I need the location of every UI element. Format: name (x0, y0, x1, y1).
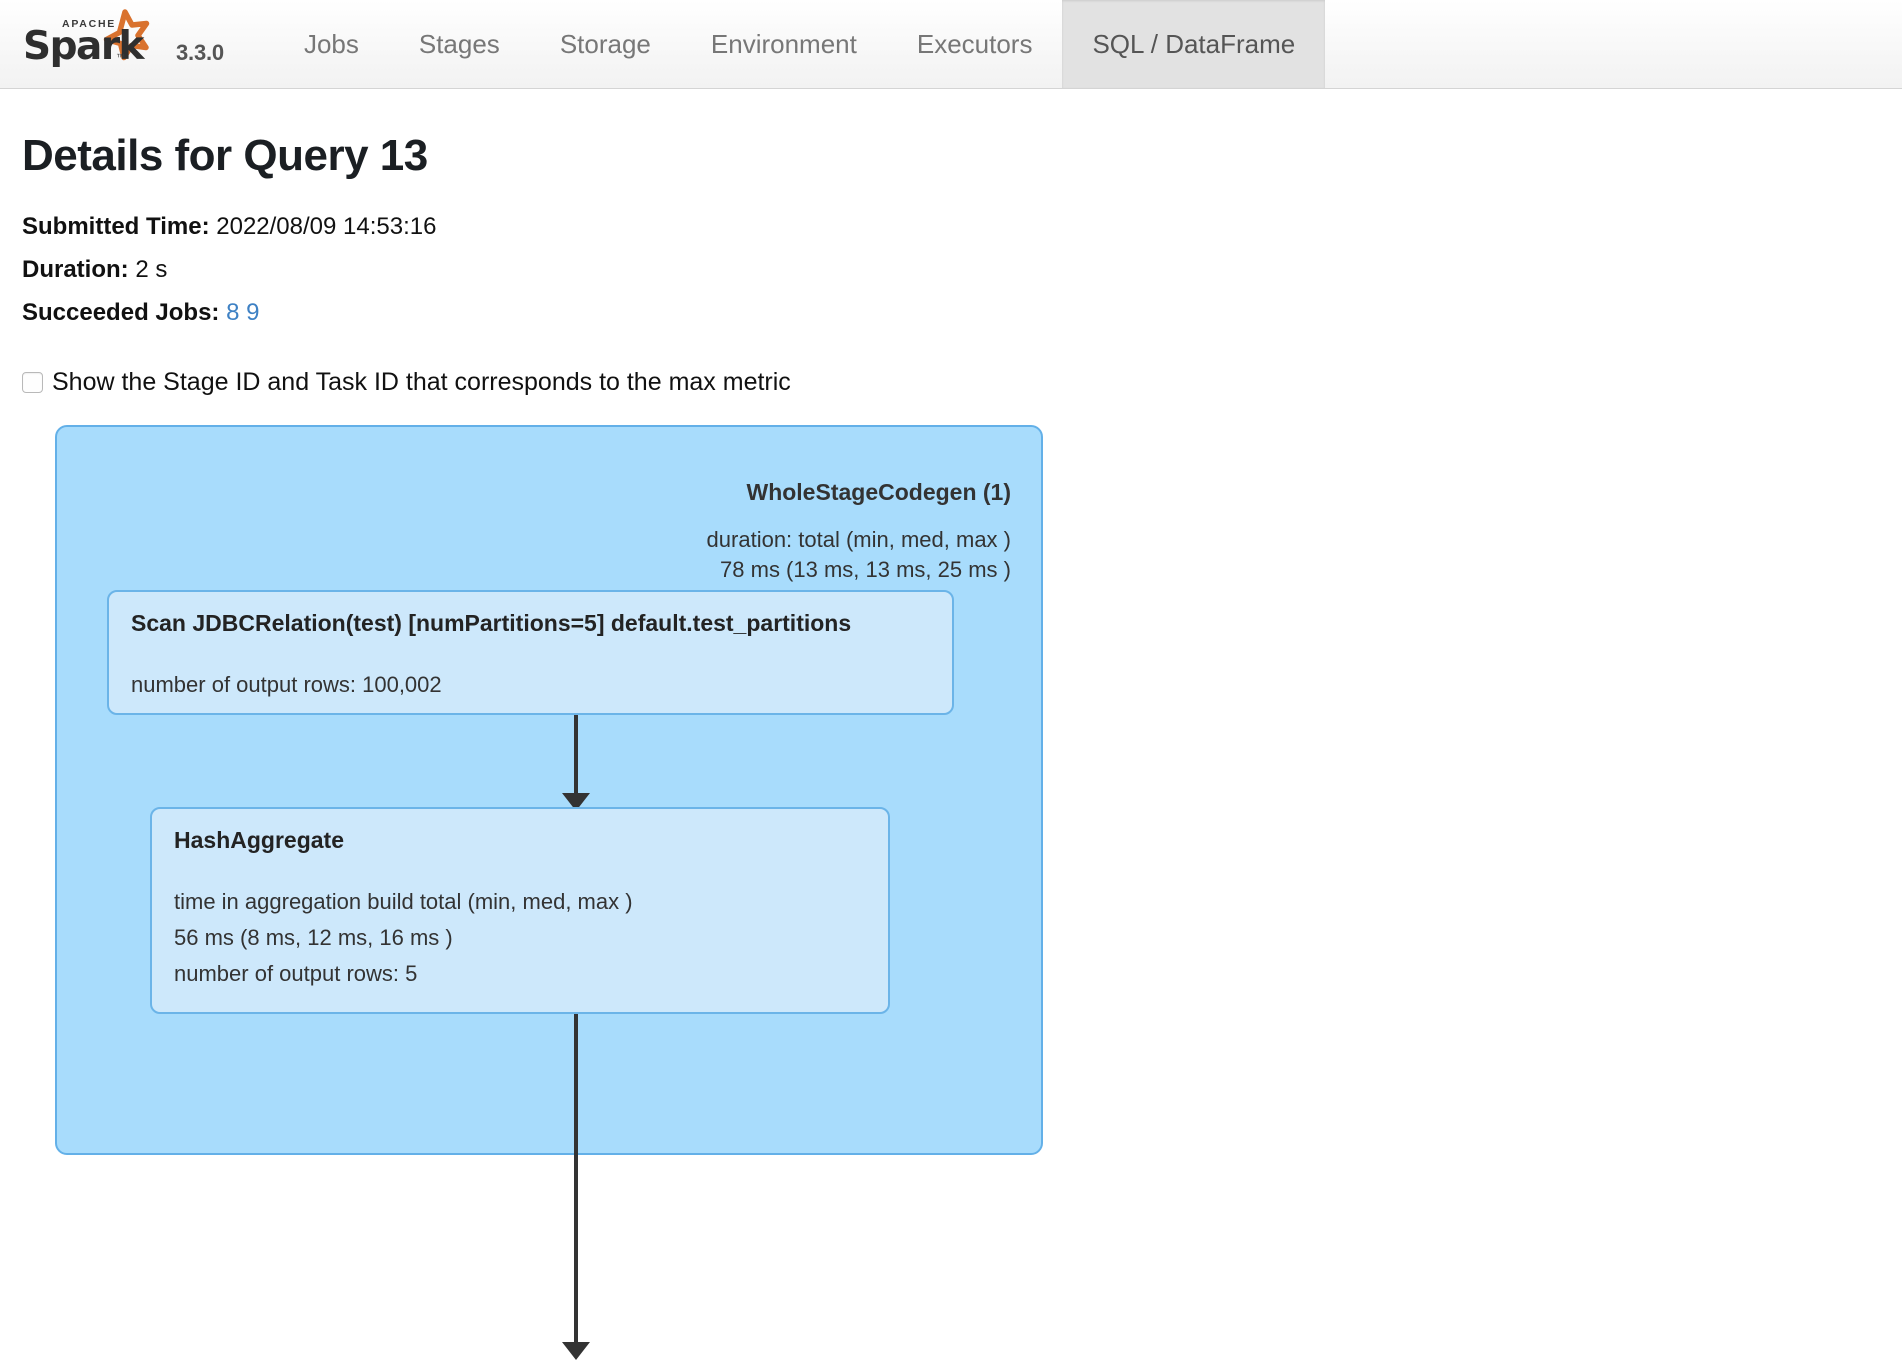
nav-tab-list: Jobs Stages Storage Environment Executor… (274, 0, 1326, 88)
submitted-time-label: Submitted Time: (22, 213, 210, 240)
edge-hashaggregate-to-next (574, 1014, 578, 1344)
wholestagecodegen-metric-header: duration: total (min, med, max ) (706, 527, 1011, 552)
show-stage-task-id-checkbox[interactable] (22, 372, 43, 393)
sql-plan-graph: WholeStageCodegen (1) duration: total (m… (22, 425, 1902, 1360)
show-stage-task-id-label[interactable]: Show the Stage ID and Task ID that corre… (52, 368, 791, 396)
wholestagecodegen-metric-value: 78 ms (13 ms, 13 ms, 25 ms ) (720, 557, 1011, 582)
tab-environment[interactable]: Environment (710, 28, 857, 59)
plan-node-hashaggregate-title: HashAggregate (174, 827, 344, 853)
plan-node-scan-jdbcrelation[interactable]: Scan JDBCRelation(test) [numPartitions=5… (107, 590, 954, 715)
plan-node-scan-title: Scan JDBCRelation(test) [numPartitions=5… (131, 610, 852, 636)
plan-node-hashaggregate-metric-output-rows: number of output rows: 5 (174, 961, 418, 986)
plan-node-hashaggregate-metric-value: 56 ms (8 ms, 12 ms, 16 ms ) (174, 925, 453, 950)
tab-sql-dataframe[interactable]: SQL / DataFrame (1062, 0, 1326, 88)
arrowhead-hashaggregate-to-next-icon (562, 1342, 590, 1360)
succeeded-job-link-8[interactable]: 8 (226, 299, 240, 326)
duration-value: 2 s (135, 256, 168, 283)
tab-jobs[interactable]: Jobs (303, 28, 359, 59)
submitted-time-row: Submitted Time: 2022/08/09 14:53:16 (22, 205, 1902, 248)
tab-storage[interactable]: Storage (559, 28, 651, 59)
tab-stages[interactable]: Stages (418, 28, 500, 59)
plan-node-hashaggregate[interactable]: HashAggregate time in aggregation build … (150, 807, 890, 1014)
arrowhead-scan-to-hashaggregate-icon (562, 793, 590, 811)
max-metric-checkbox-row: Show the Stage ID and Task ID that corre… (22, 368, 1902, 397)
apache-spark-logo-icon: APACHE Spark ™ (23, 9, 150, 69)
spark-version-label: 3.3.0 (176, 40, 224, 65)
plan-node-scan-metric-output-rows: number of output rows: 100,002 (131, 672, 442, 697)
wholestagecodegen-cluster[interactable]: WholeStageCodegen (1) duration: total (m… (55, 425, 1043, 1155)
duration-label: Duration: (22, 256, 129, 283)
tab-executors[interactable]: Executors (916, 28, 1033, 59)
page-title: Details for Query 13 (22, 131, 428, 180)
submitted-time-value: 2022/08/09 14:53:16 (216, 213, 437, 240)
brand-area[interactable]: APACHE Spark ™ 3.3.0 (0, 0, 224, 88)
page-content: Details for Query 13 Submitted Time: 202… (0, 131, 1902, 1360)
edge-scan-to-hashaggregate (574, 715, 578, 795)
plan-node-hashaggregate-metric-header: time in aggregation build total (min, me… (174, 889, 633, 914)
top-navbar: APACHE Spark ™ 3.3.0 Jobs Stages Storage… (0, 0, 1902, 89)
succeeded-jobs-label: Succeeded Jobs: (22, 299, 220, 326)
svg-text:Spark: Spark (23, 24, 146, 69)
succeeded-jobs-row: Succeeded Jobs: 8 9 (22, 291, 1902, 334)
succeeded-job-link-9[interactable]: 9 (246, 299, 260, 326)
wholestagecodegen-title: WholeStageCodegen (1) (746, 479, 1011, 505)
duration-row: Duration: 2 s (22, 248, 1902, 291)
svg-text:APACHE: APACHE (62, 18, 116, 30)
wholestagecodegen-metrics: duration: total (min, med, max ) 78 ms (… (707, 525, 1011, 585)
svg-text:™: ™ (116, 52, 125, 62)
